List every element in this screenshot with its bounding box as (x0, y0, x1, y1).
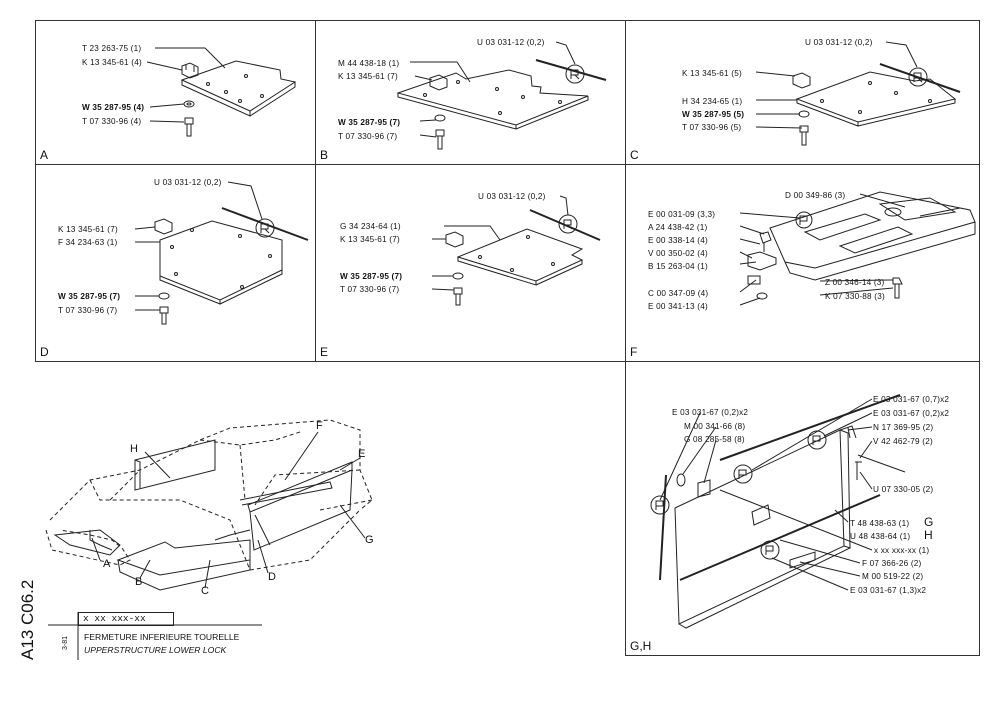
part-label: M 44 438-18 (1) (338, 59, 400, 68)
part-label: N 17 369-95 (2) (873, 423, 934, 432)
panel-label-f: F (630, 345, 638, 359)
part-label: E 00 338-14 (4) (648, 236, 708, 245)
part-label: U 03 031-12 (0,2) (805, 38, 873, 47)
part-label: U 03 031-12 (0,2) (477, 38, 545, 47)
part-label: C 00 347-09 (4) (648, 289, 709, 298)
panel-b (315, 20, 626, 165)
overview-label-e: E (358, 448, 366, 460)
panel-label-gh: G,H (630, 639, 652, 653)
overview-leader-lines (91, 431, 366, 589)
part-label: D 00 349-86 (3) (785, 191, 846, 200)
part-label: K 07 330-88 (3) (825, 292, 885, 301)
part-label: V 42 462-79 (2) (873, 437, 933, 446)
part-label: x xx xxx-xx (1) (874, 546, 930, 555)
overview-label-c: C (201, 585, 210, 597)
reference-number-box: x xx xxx-xx (78, 612, 174, 626)
part-label: K 13 345-61 (5) (682, 69, 742, 78)
part-label: F 34 234-63 (1) (58, 238, 118, 247)
part-label: E 03 031-67 (1,3)x2 (850, 586, 927, 595)
part-label: K 13 345-61 (4) (82, 58, 142, 67)
part-label: T 07 330-96 (7) (340, 285, 400, 294)
panel-d (35, 164, 316, 362)
part-label-suffix: G (924, 515, 934, 529)
part-label: F 07 366-26 (2) (862, 559, 922, 568)
panel-gh (625, 361, 980, 656)
part-label: B 15 263-04 (1) (648, 262, 708, 271)
overview-label-f: F (316, 420, 323, 432)
part-label: W 35 287-95 (7) (338, 118, 401, 127)
part-label: E 00 031-09 (3,3) (648, 210, 716, 219)
part-label: Z 00 346-14 (3) (825, 278, 885, 287)
panel-label-d: D (40, 345, 49, 359)
part-label: H 34 234-65 (1) (682, 97, 743, 106)
overview-label-h: H (130, 443, 139, 455)
part-label: E 00 341-13 (4) (648, 302, 708, 311)
panel-e (315, 164, 626, 362)
part-label: T 07 330-96 (5) (682, 123, 742, 132)
panel-label-a: A (40, 148, 49, 162)
part-label: T 48 438-63 (1) (850, 519, 910, 528)
part-label: U 03 031-12 (0,2) (154, 178, 222, 187)
part-label: K 13 345-61 (7) (338, 72, 398, 81)
part-label: U 07 330-05 (2) (873, 485, 934, 494)
panel-a (35, 20, 316, 165)
part-label: W 35 287-95 (7) (340, 272, 403, 281)
part-label: T 07 330-96 (7) (58, 306, 118, 315)
overview-vehicle-solid (53, 439, 353, 591)
sheet-code: A13 C06.2 (18, 579, 37, 660)
part-label: E 03 031-67 (0,7)x2 (873, 395, 950, 404)
part-label: T 23 263-75 (1) (82, 44, 142, 53)
part-label: T 07 330-96 (4) (82, 117, 142, 126)
part-label: K 13 345-61 (7) (58, 225, 118, 234)
part-label: K 13 345-61 (7) (340, 235, 400, 244)
overview-label-d: D (268, 571, 277, 583)
part-label: E 03 031-67 (0,2)x2 (873, 409, 950, 418)
part-label: G 08 285-58 (8) (684, 435, 745, 444)
part-label: M 00 341-66 (8) (684, 422, 746, 431)
overview-vehicle (45, 419, 373, 571)
issue-date: 3-81 (62, 635, 69, 650)
part-label: G 34 234-64 (1) (340, 222, 401, 231)
part-label: W 35 287-95 (4) (82, 103, 145, 112)
part-label: U 03 031-12 (0,2) (478, 192, 546, 201)
overview-label-a: A (103, 558, 111, 570)
overview-label-b: B (135, 576, 143, 588)
panel-c (625, 20, 980, 165)
part-label: U 48 438-64 (1) (850, 532, 911, 541)
part-label: A 24 438-42 (1) (648, 223, 708, 232)
part-label: W 35 287-95 (5) (682, 110, 745, 119)
part-label: M 00 519-22 (2) (862, 572, 924, 581)
title-french: FERMETURE INFERIEURE TOURELLE (84, 632, 240, 642)
part-label: E 03 031-67 (0,2)x2 (672, 408, 749, 417)
panel-label-b: B (320, 148, 329, 162)
panel-label-e: E (320, 345, 329, 359)
title-english: UPPERSTRUCTURE LOWER LOCK (84, 645, 227, 655)
panel-label-c: C (630, 148, 639, 162)
part-label: W 35 287-95 (7) (58, 292, 121, 301)
part-label: V 00 350-02 (4) (648, 249, 708, 258)
overview-label-g: G (365, 534, 374, 546)
part-label: T 07 330-96 (7) (338, 132, 398, 141)
part-label-suffix: H (924, 528, 933, 542)
